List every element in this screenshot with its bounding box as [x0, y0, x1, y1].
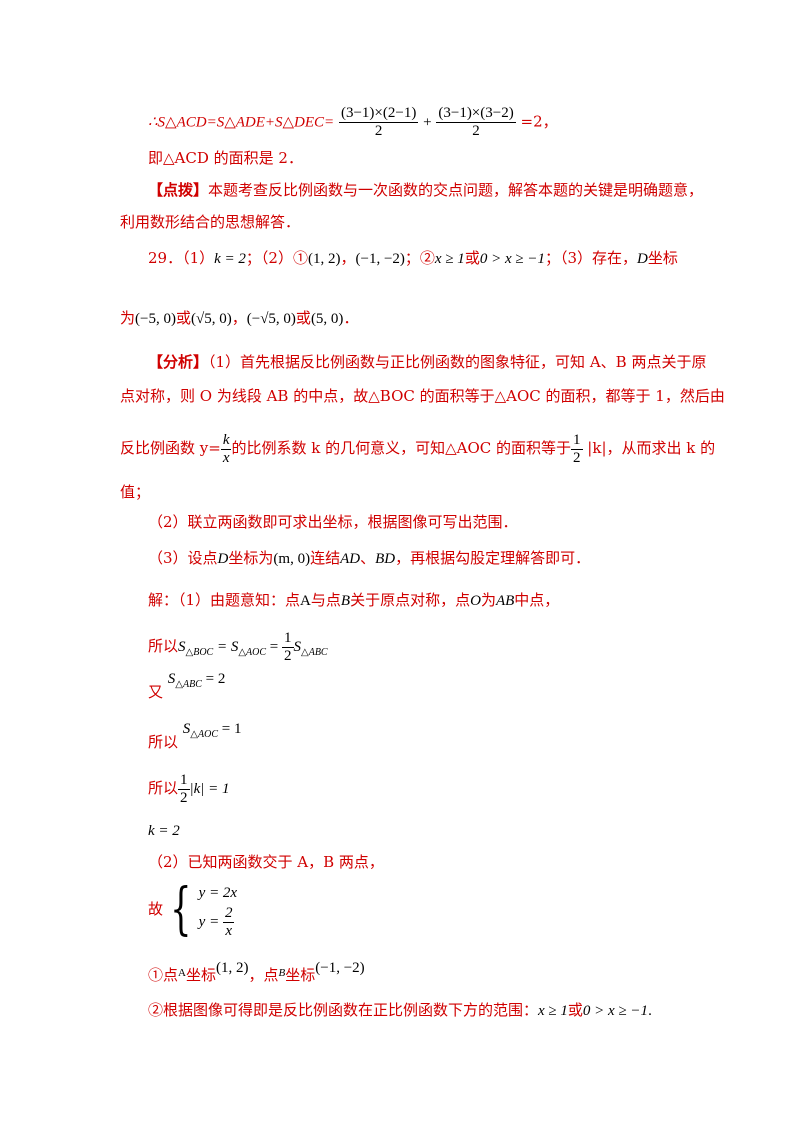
- answer-29: 29．（1）k = 2；（2）①(1, 2)，(−1, −2)；②x ≥ 1或0…: [148, 249, 678, 267]
- k-result: k = 2: [148, 823, 180, 839]
- answer-29-coordinates: 为(−5, 0)或(√5, 0)，(−√5, 0)或(5, 0)．: [120, 309, 359, 327]
- analysis-step-3: （3）设点D坐标为(m, 0)连结AD、BD，再根据勾股定理解答即可．: [148, 549, 591, 567]
- area-conclusion: 即△ACD 的面积是 2．: [148, 149, 303, 167]
- aoc-area: 所以 S△AOC = 1: [148, 721, 242, 751]
- hint-paragraph-cont: 利用数形结合的思想解答．: [120, 213, 301, 231]
- solution-step-1: 解：（1）由题意知：点A与点B关于原点对称，点O为AB中点，: [148, 591, 560, 609]
- analysis-line-2: 点对称，则 O 为线段 AB 的中点，故△BOC 的面积等于△AOC 的面积，都…: [120, 387, 725, 405]
- solution-step-2: （2）已知两函数交于 A，B 两点，: [148, 853, 384, 871]
- left-brace-icon: {: [170, 877, 192, 942]
- area-equation-line: ∴S△ACD=S△ADE+S△DEC= (3−1)×(2−1)2 + (3−1)…: [148, 105, 558, 139]
- intersection-points: ①点A坐标(1, 2)，点B坐标(−1, −2): [148, 960, 365, 984]
- analysis-step-2: （2）联立两函数即可求出坐标，根据图像可写出范围．: [148, 513, 518, 531]
- given-area: 又 S△ABC = 2: [148, 671, 226, 701]
- solution-range: ②根据图像可得即是反比例函数在正比例函数下方的范围：x ≥ 1或0 > x ≥ …: [148, 1001, 652, 1019]
- hint-paragraph: 【点拨】本题考查反比例函数与一次函数的交点问题，解答本题的关键是明确题意，: [148, 181, 704, 199]
- analysis-line-4: 值；: [120, 483, 151, 501]
- fraction: (3−1)×(2−1)2: [338, 105, 419, 139]
- fraction: (3−1)×(3−2)2: [436, 105, 516, 139]
- analysis-paragraph: 【分析】（1）首先根据反比例函数与正比例函数的图象特征，可知 A、B 两点关于原: [148, 353, 707, 371]
